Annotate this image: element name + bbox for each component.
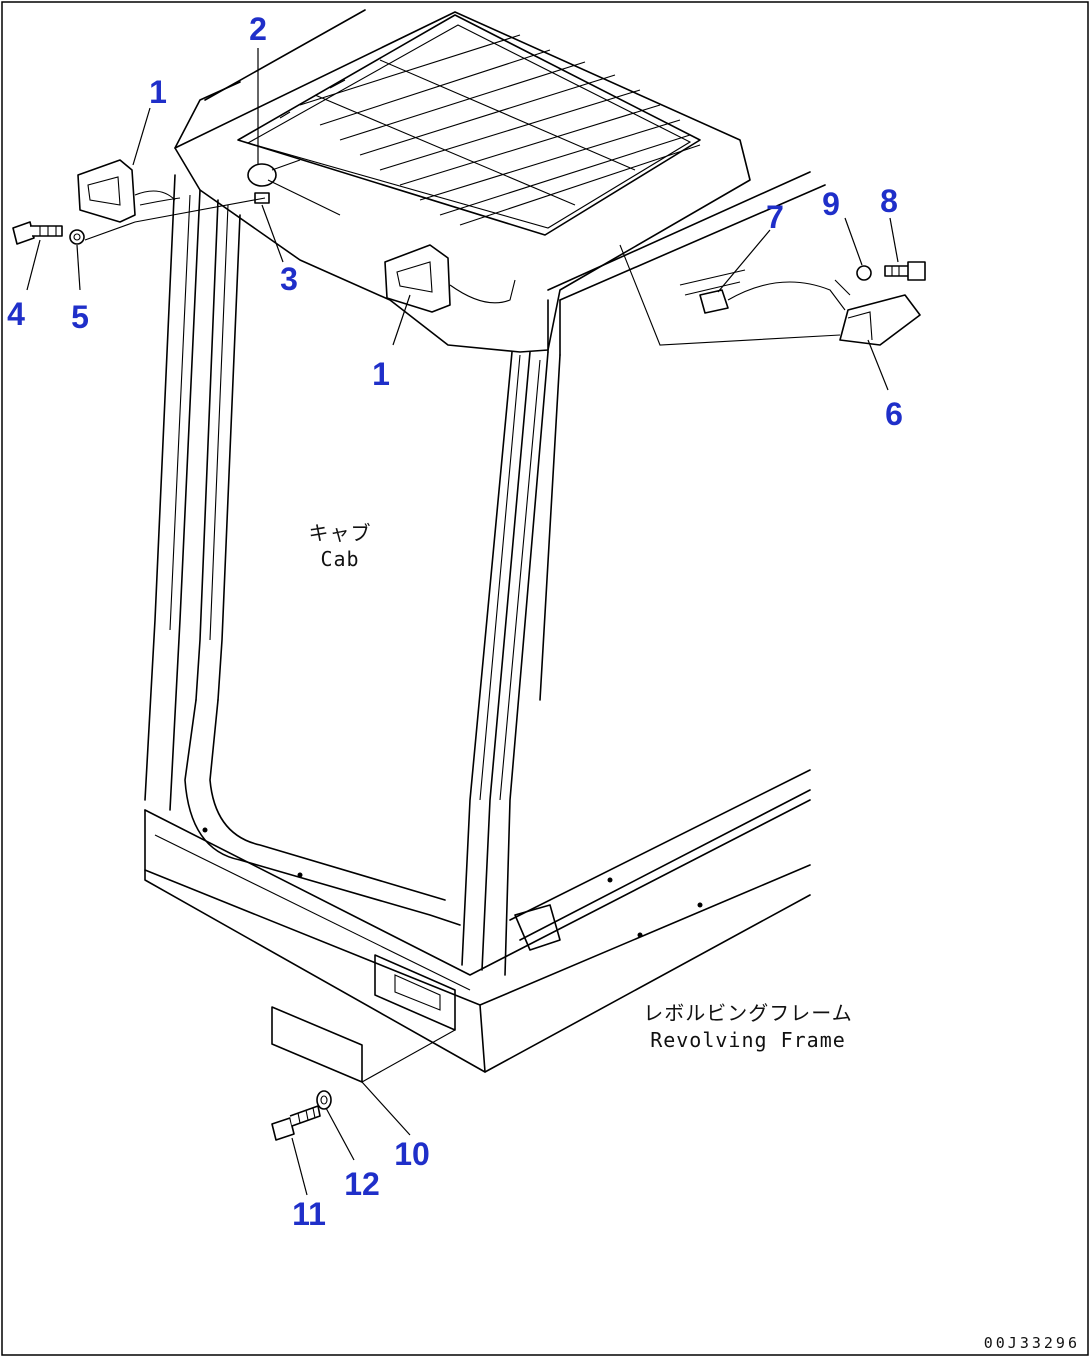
- bolt-part-11: [271, 1105, 321, 1141]
- drawing-code: 00J33296: [984, 1334, 1080, 1352]
- washer-part-9: [856, 265, 872, 281]
- callout-7: 7: [766, 199, 784, 235]
- harness-part-7: [679, 269, 846, 314]
- washer-part-12: [316, 1090, 332, 1110]
- callout-9: 9: [822, 186, 840, 222]
- frame-label-jp: レボルビングフレーム: [643, 1001, 852, 1025]
- bolt-part-8: [884, 261, 926, 281]
- callout-12: 12: [344, 1166, 380, 1202]
- callout-6: 6: [885, 396, 903, 432]
- bolt-part-4: [12, 221, 63, 245]
- callout-2: 2: [249, 11, 267, 47]
- work-lamp-right: [839, 294, 921, 346]
- washer-part-5: [69, 229, 85, 245]
- leader-lines: [26, 48, 899, 1196]
- callout-3: 3: [280, 261, 298, 297]
- cab-label-en: Cab: [320, 547, 359, 571]
- work-lamp-center: [384, 244, 516, 313]
- callout-11: 11: [292, 1196, 326, 1232]
- cab-label-jp: キャブ: [309, 521, 372, 545]
- callout-4: 4: [7, 296, 25, 332]
- frame-label-en: Revolving Frame: [650, 1028, 846, 1052]
- callout-8: 8: [880, 183, 898, 219]
- switch-part-2: [247, 159, 301, 187]
- cover-plate-part-10: [271, 1006, 363, 1083]
- callout-numbers: 1 2 3 4 5 1 7 9 8 6 10 12 11: [7, 11, 903, 1232]
- callout-5: 5: [71, 299, 89, 335]
- callout-1-center: 1: [372, 356, 390, 392]
- work-lamp-left: [77, 159, 181, 223]
- cab-structure: [144, 9, 826, 1073]
- callout-10: 10: [394, 1136, 430, 1172]
- component-labels: キャブ Cab レボルビングフレーム Revolving Frame: [309, 521, 852, 1052]
- callout-1-left: 1: [149, 74, 167, 110]
